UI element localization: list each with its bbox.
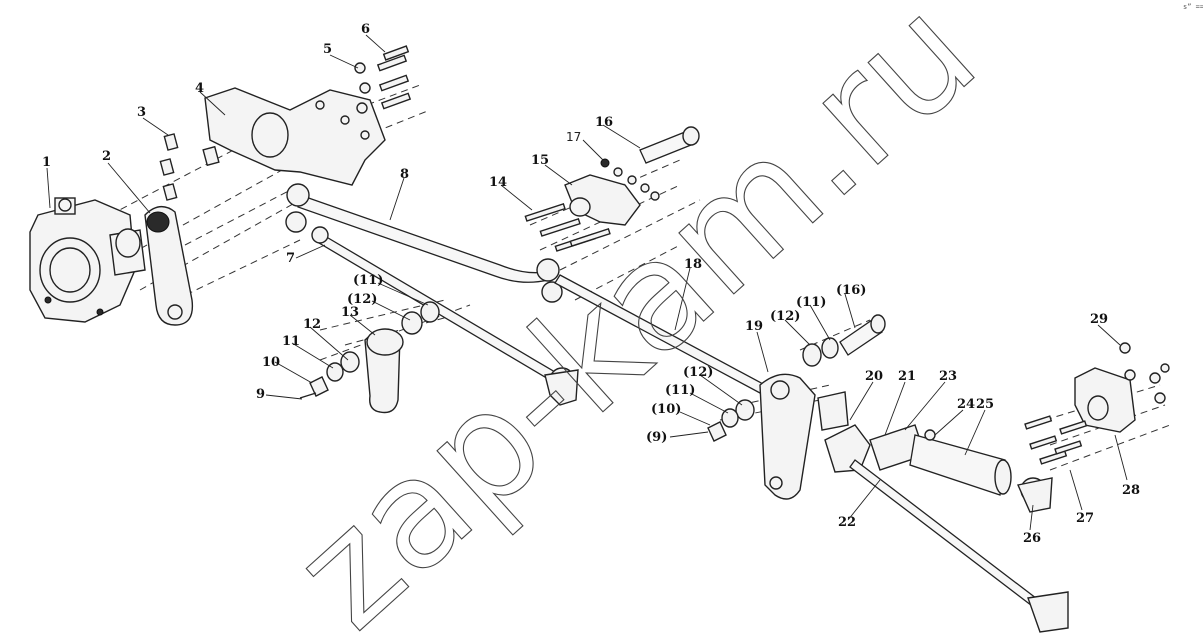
- callout-12: 12: [303, 317, 321, 332]
- callout-paren-11c: (11): [665, 383, 695, 398]
- callout-9: 9: [256, 387, 265, 402]
- callout-25: 25: [976, 397, 994, 412]
- watermark-text: zap-kam.ru: [263, 0, 1009, 639]
- callout-3: 3: [137, 105, 146, 120]
- callout-11: 11: [282, 334, 300, 349]
- center-bracket: [524, 126, 700, 252]
- callout-21: 21: [898, 369, 916, 384]
- callout-28: 28: [1122, 483, 1140, 498]
- callout-27: 27: [1076, 511, 1094, 526]
- callout-13: 13: [341, 305, 359, 320]
- callout-15: 15: [531, 153, 549, 168]
- callout-17: 17: [566, 130, 581, 144]
- callout-6: 6: [361, 22, 370, 37]
- leader-lines: [46, 34, 1128, 531]
- callout-10: 10: [262, 355, 280, 370]
- idler-arm-assembly: [299, 301, 440, 414]
- pitman-arm: [144, 206, 194, 326]
- callout-5: 5: [323, 42, 332, 57]
- callout-18: 18: [684, 257, 702, 272]
- callout-paren-16: (16): [836, 283, 866, 298]
- bolts-3: [159, 133, 220, 201]
- callout-20: 20: [865, 369, 883, 384]
- callout-24: 24: [957, 397, 975, 412]
- callout-paren-9: (9): [646, 430, 667, 445]
- callout-19: 19: [745, 319, 763, 334]
- callout-4: 4: [195, 81, 204, 96]
- callout-paren-11b: (11): [796, 295, 826, 310]
- callout-labels: 1 2 3 4 5 6 7 8 9 10 11 12 13 (12) (11) …: [42, 22, 1140, 546]
- power-cylinder: [824, 424, 1053, 513]
- callout-paren-11a: (11): [353, 273, 383, 288]
- right-bushings: [707, 314, 886, 442]
- right-bracket: [1024, 342, 1170, 465]
- callout-2: 2: [102, 149, 111, 164]
- callout-23: 23: [939, 369, 957, 384]
- callout-7: 7: [286, 251, 295, 266]
- steering-gear-box: [29, 197, 146, 323]
- callout-29: 29: [1090, 312, 1108, 327]
- steering-bracket: [204, 87, 386, 186]
- callout-paren-12c: (12): [683, 365, 713, 380]
- callout-16: 16: [595, 115, 613, 130]
- callout-paren-12a: (12): [347, 292, 377, 307]
- callout-14: 14: [489, 175, 507, 190]
- tie-rod-22: [849, 459, 1069, 633]
- lever-19: [759, 373, 849, 500]
- callout-paren-12b: (12): [770, 309, 800, 324]
- callout-26: 26: [1023, 531, 1041, 546]
- callout-paren-10: (10): [651, 402, 681, 417]
- corner-mark: s” ==: [1183, 3, 1203, 11]
- callout-8: 8: [400, 167, 409, 182]
- drag-link: [285, 183, 563, 303]
- callout-22: 22: [838, 515, 856, 530]
- callout-1: 1: [42, 155, 51, 170]
- nuts-bolts-5-6: [354, 45, 412, 114]
